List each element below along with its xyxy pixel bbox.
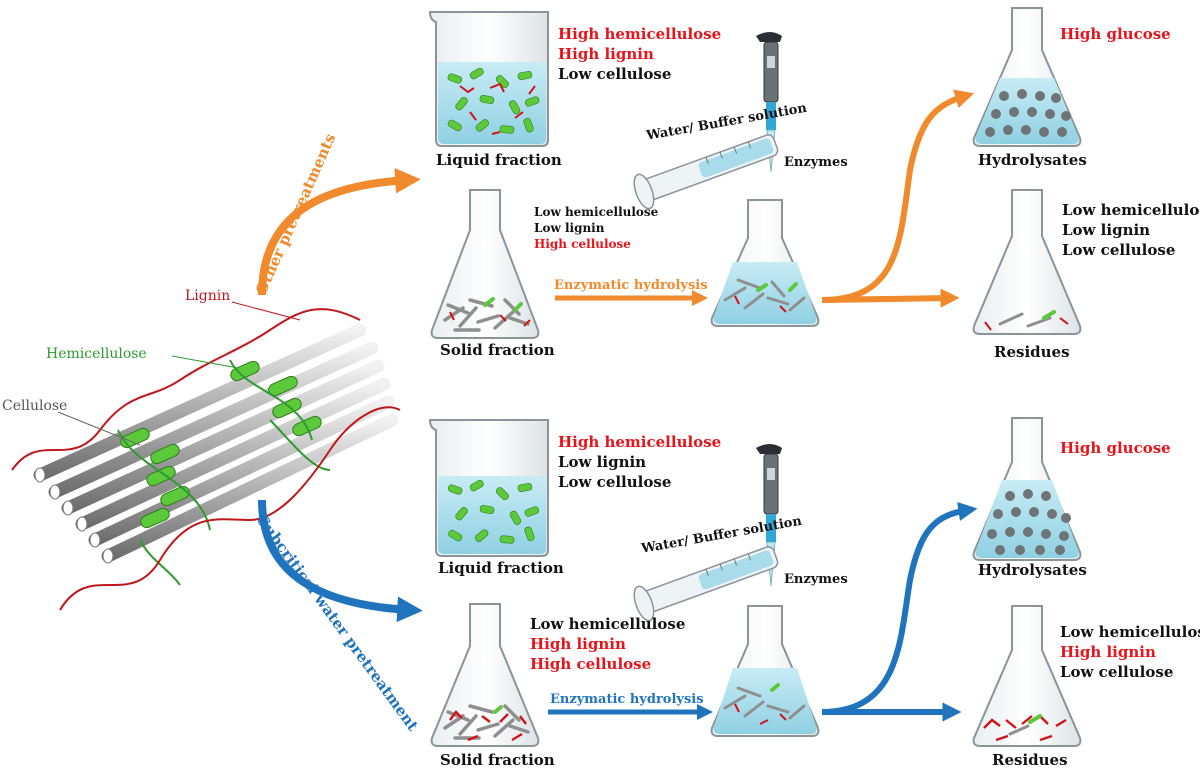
top-hydrolysates-caption: Hydrolysates (978, 151, 1087, 169)
top-graduated-cylinder (633, 134, 779, 210)
bottom-liquid-beaker (428, 419, 549, 557)
bottom-solid-flask (430, 603, 540, 747)
bottom-residues-caption: Residues (992, 751, 1068, 769)
subcritical-pretreatment-arrow (258, 499, 423, 623)
top-liquid-composition: High hemicellulose High lignin Low cellu… (558, 24, 721, 84)
top-reaction-flask (710, 199, 820, 327)
bottom-liquid-caption: Liquid fraction (438, 559, 564, 577)
bottom-residues-line-3: Low cellulose (1060, 663, 1174, 681)
bottom-hydrolysates-composition: High glucose (1060, 438, 1171, 458)
top-solid-line-3: High cellulose (534, 237, 631, 251)
top-residues-arrow (821, 288, 960, 308)
top-liquid-caption: Liquid fraction (436, 151, 562, 169)
top-hydrolysates-composition: High glucose (1060, 24, 1171, 44)
bottom-residues-line-1: Low hemicellulose (1060, 623, 1200, 641)
top-residues-line-1: Low hemicellulose (1062, 201, 1200, 219)
top-residues-caption: Residues (994, 343, 1070, 361)
bottom-graduated-cylinder (633, 546, 779, 622)
bottom-residues-line-2: High lignin (1060, 643, 1156, 661)
top-liquid-beaker (428, 11, 549, 147)
top-residues-line-3: Low cellulose (1062, 241, 1176, 259)
top-solid-composition: Low hemicellulose Low lignin High cellul… (534, 204, 658, 252)
bottom-hydrolysates-flask (972, 417, 1082, 561)
bottom-residues-flask (972, 605, 1082, 747)
bottom-solid-line-2: High lignin (530, 635, 626, 653)
top-solid-line-2: Low lignin (534, 221, 605, 235)
top-residues-line-2: Low lignin (1062, 221, 1151, 239)
bottom-solid-caption: Solid fraction (440, 751, 555, 769)
top-residues-flask (972, 189, 1082, 335)
bottom-reaction-flask (710, 605, 820, 737)
bottom-hydrolysates-line-1: High glucose (1060, 439, 1171, 457)
bottom-liquid-line-3: Low cellulose (558, 473, 672, 491)
bottom-solid-line-3: High cellulose (530, 655, 652, 673)
top-liquid-line-3: Low cellulose (558, 65, 672, 83)
other-pretreatment-arrow (258, 167, 421, 296)
lignocellulose-fiber-bundle (11, 301, 401, 611)
bottom-residues-composition: Low hemicellulose High lignin Low cellul… (1060, 622, 1200, 682)
bottom-hydrolysates-caption: Hydrolysates (978, 561, 1087, 579)
bottom-hydrolysates-arrow (821, 501, 978, 715)
bottom-liquid-line-1: High hemicellulose (558, 433, 722, 451)
top-enzymatic-hydrolysis-label: Enzymatic hydrolysis (554, 278, 708, 293)
top-solid-line-1: Low hemicellulose (534, 205, 659, 219)
top-hydrolysates-flask (972, 7, 1082, 147)
bottom-liquid-line-2: Low lignin (558, 453, 647, 471)
top-liquid-line-2: High lignin (558, 45, 654, 63)
top-residues-composition: Low hemicellulose Low lignin Low cellulo… (1062, 200, 1200, 260)
bottom-solid-line-1: Low hemicellulose (530, 615, 686, 633)
top-hydrolysates-line-1: High glucose (1060, 25, 1171, 43)
top-solid-flask (430, 189, 540, 339)
top-solid-caption: Solid fraction (440, 341, 555, 359)
bottom-liquid-composition: High hemicellulose Low lignin Low cellul… (558, 432, 721, 492)
top-hydrolysates-arrow (821, 89, 975, 303)
bottom-enzymatic-hydrolysis-label: Enzymatic hydrolysis (550, 692, 704, 707)
lignin-label: Lignin (185, 288, 231, 304)
cellulose-label: Cellulose (2, 398, 68, 414)
top-enzymes-label: Enzymes (784, 155, 848, 170)
bottom-solid-composition: Low hemicellulose High lignin High cellu… (530, 614, 685, 674)
top-liquid-line-1: High hemicellulose (558, 25, 722, 43)
bottom-enzymes-label: Enzymes (784, 572, 848, 587)
hemicellulose-label: Hemicellulose (46, 346, 147, 362)
